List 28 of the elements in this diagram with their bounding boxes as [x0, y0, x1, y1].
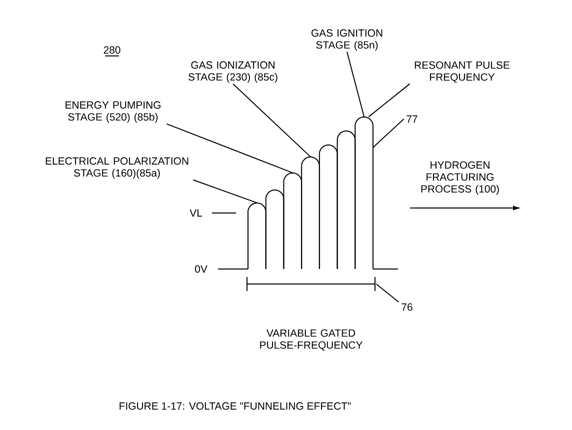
- process-label: HYDROGEN FRACTURING PROCESS (100): [421, 161, 499, 195]
- voltage-pulse: [301, 156, 320, 270]
- voltage-pulse: [354, 116, 374, 270]
- voltage-pulse: [283, 172, 302, 270]
- voltage-pulse: [318, 144, 338, 270]
- stage-label: GAS IONIZATION STAGE (230) (85c): [188, 61, 278, 83]
- leader-line: [372, 118, 404, 148]
- voltage-label: 0V: [195, 265, 208, 273]
- stage-label: 76: [402, 303, 412, 311]
- figure-caption: FIGURE 1-17: VOLTAGE "FUNNELING EFFECT": [120, 402, 351, 410]
- stage-label: 77: [406, 115, 418, 123]
- voltage-pulse: [336, 130, 356, 270]
- leader-line: [346, 51, 365, 118]
- bracket-label: VARIABLE GATED PULSE-FREQUENCY: [260, 329, 362, 351]
- voltage-pulse: [265, 190, 284, 270]
- leader-line: [368, 83, 410, 118]
- voltage-pulse: [248, 202, 266, 270]
- stage-label: RESONANT PULSE FREQUENCY: [414, 61, 510, 83]
- voltage-label: VL: [190, 209, 202, 217]
- leader-line: [192, 179, 258, 204]
- leader-line: [166, 123, 294, 174]
- leader-line: [232, 83, 311, 158]
- stage-label: ELECTRICAL POLARIZATION STAGE (160)(85a): [46, 157, 188, 179]
- leader-line: [376, 284, 400, 303]
- underlined-number: 280: [104, 46, 120, 56]
- dimension-bracket: [246, 276, 376, 292]
- stage-label: GAS IGNITION STAGE (85n): [312, 29, 382, 51]
- stage-label: ENERGY PUMPING STAGE (520) (85b): [66, 101, 160, 123]
